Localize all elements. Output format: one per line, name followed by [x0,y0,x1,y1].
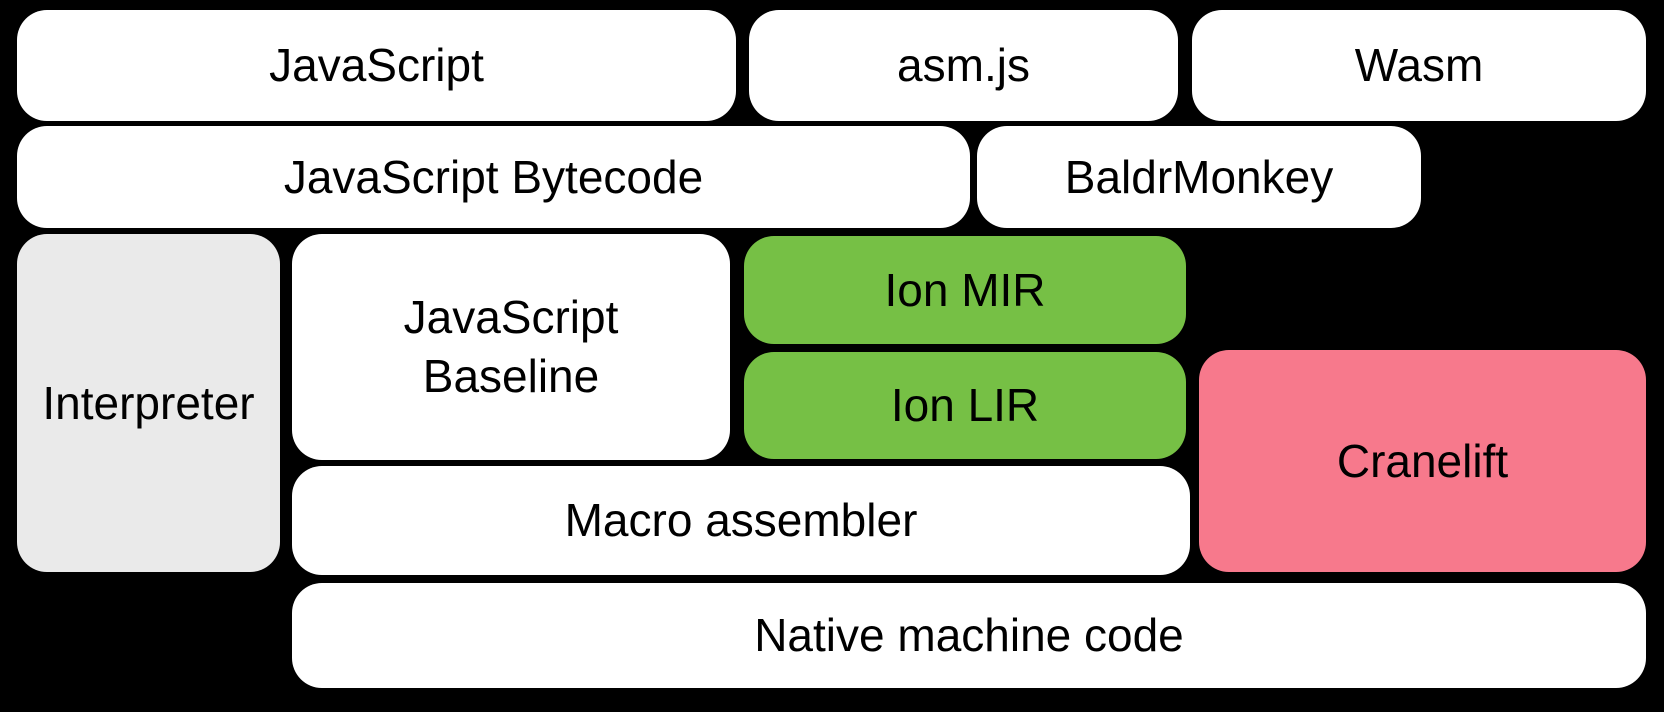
box-macro-assembler-label: Macro assembler [564,494,918,547]
box-javascript-baseline-label: JavaScript Baseline [403,291,619,402]
box-interpreter-label: Interpreter [42,376,255,429]
box-cranelift: Cranelift [1199,350,1646,572]
box-ion-lir-label: Ion LIR [890,379,1040,432]
box-wasm: Wasm [1192,10,1646,121]
box-asmjs: asm.js [749,10,1178,121]
box-javascript-baseline: JavaScript Baseline [292,234,730,460]
box-ion-mir-label: Ion MIR [884,263,1046,316]
box-javascript-label: JavaScript [269,39,484,92]
box-baldrmonkey-label: BaldrMonkey [1064,150,1334,203]
box-asmjs-label: asm.js [897,39,1030,92]
box-baldrmonkey: BaldrMonkey [977,126,1421,228]
box-cranelift-label: Cranelift [1336,434,1509,487]
box-ion-lir: Ion LIR [744,352,1186,459]
box-wasm-label: Wasm [1354,39,1484,92]
box-native-machine-code-label: Native machine code [754,609,1184,662]
box-macro-assembler: Macro assembler [292,466,1190,575]
box-interpreter: Interpreter [17,234,280,572]
box-javascript-bytecode: JavaScript Bytecode [17,126,970,228]
box-javascript: JavaScript [17,10,736,121]
box-javascript-bytecode-label: JavaScript Bytecode [283,150,704,203]
box-ion-mir: Ion MIR [744,236,1186,344]
box-native-machine-code: Native machine code [292,583,1646,688]
